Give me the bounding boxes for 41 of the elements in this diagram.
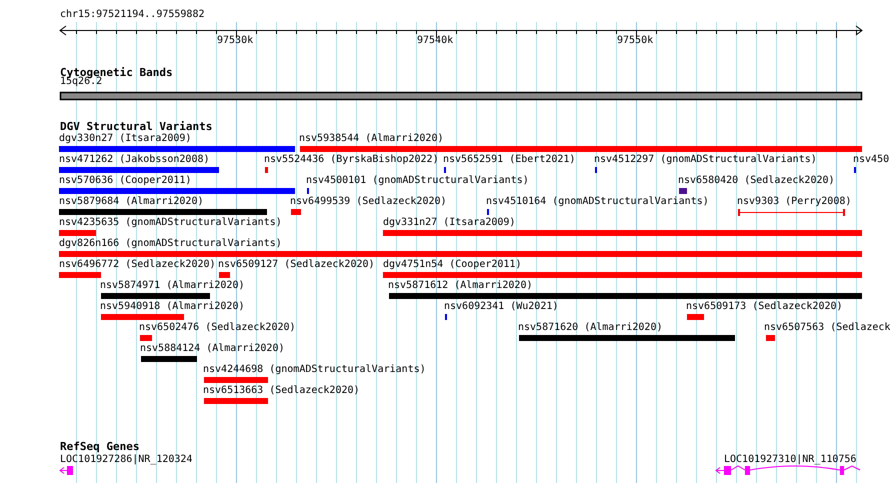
variant-label: nsv5940918 (Almarri2020) [100, 301, 244, 313]
variant-label: nsv6092341 (Wu2021) [444, 301, 558, 313]
variant-label: dgv331n27 (Itsara2009) [383, 217, 516, 229]
variant-label: nsv4500101 (gnomADStructuralVariants) [306, 175, 529, 187]
gene-label: LOC101927286|NR_120324 [60, 454, 192, 466]
variant-label: nsv5938544 (Almarri2020) [299, 133, 444, 145]
variant-label: dgv826n166 (gnomADStructuralVariants) [59, 238, 282, 250]
variant-label: nsv4512297 (gnomADStructuralVariants) [594, 154, 817, 166]
variant-label: nsv4244698 (gnomADStructuralVariants) [203, 364, 426, 376]
variant-label: nsv450 [853, 154, 890, 166]
variant-label: nsv6509173 (Sedlazeck2020) [686, 301, 843, 313]
band-label: 15q26.2 [60, 76, 102, 88]
variant-label: nsv6507563 (Sedlazeck [764, 322, 890, 334]
variant-label: nsv4235635 (gnomADStructuralVariants) [59, 217, 282, 229]
tick-label: 97530k [217, 35, 254, 47]
region-label: chr15:97521194..97559882 [60, 9, 204, 21]
variant-label: dgv4751n54 (Cooper2011) [383, 259, 522, 271]
variant-label: nsv5884124 (Almarri2020) [140, 343, 284, 355]
track-title: RefSeq Genes [60, 441, 140, 453]
variant-label: nsv5524436 (ByrskaBishop2022) [264, 154, 439, 166]
variant-label: nsv9303 (Perry2008) [737, 196, 852, 208]
tick-label: 97550k [617, 35, 654, 47]
variant-label: nsv5879684 (Almarri2020) [59, 196, 204, 208]
variant-label: nsv6580420 (Sedlazeck2020) [678, 175, 835, 187]
variant-label: nsv6499539 (Sedlazeck2020) [290, 196, 447, 208]
variant-label: nsv5652591 (Ebert2021) [443, 154, 576, 166]
gene-label: LOC101927310|NR_110756 [724, 454, 856, 466]
variant-label: nsv4510164 (gnomADStructuralVariants) [486, 196, 709, 208]
variant-label: nsv570636 (Cooper2011) [59, 175, 192, 187]
tick-label: 97540k [417, 35, 454, 47]
variant-label: nsv6509127 (Sedlazeck2020) [218, 259, 375, 271]
variant-label: nsv6502476 (Sedlazeck2020) [139, 322, 296, 334]
variant-label: nsv471262 (Jakobsson2008) [59, 154, 210, 166]
variant-label: nsv5874971 (Almarri2020) [100, 280, 244, 292]
variant-label: nsv5871612 (Almarri2020) [388, 280, 532, 292]
variant-label: nsv6496772 (Sedlazeck2020) [59, 259, 216, 271]
variant-label: nsv5871620 (Almarri2020) [518, 322, 662, 334]
track-title: Cytogenetic Bands [60, 67, 173, 79]
variant-label: nsv6513663 (Sedlazeck2020) [203, 385, 360, 397]
variant-label: dgv330n27 (Itsara2009) [59, 133, 192, 145]
track-title: DGV Structural Variants [60, 121, 212, 133]
